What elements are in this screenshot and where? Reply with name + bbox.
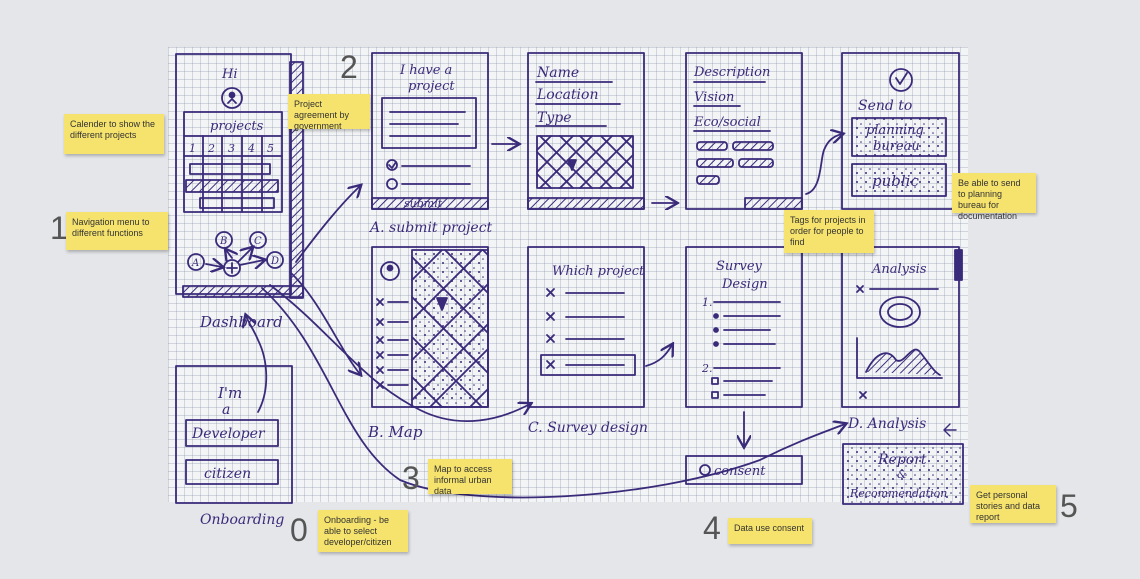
- desc-vision: Vision: [694, 90, 734, 105]
- send-title: Send to: [858, 98, 912, 114]
- dashboard-day-2: 2: [207, 142, 215, 155]
- dashboard-day-1: 1: [189, 142, 196, 155]
- survey-design-screen: [685, 246, 803, 408]
- dashboard-projects-heading: projects: [210, 119, 264, 134]
- survey-q1: 1.: [702, 296, 713, 309]
- note-consent: Data use consent: [728, 518, 812, 544]
- onboarding-im: I'm: [217, 384, 242, 402]
- dashboard-day-3: 3: [228, 142, 235, 155]
- note-calendar: Calender to show the different projects: [64, 114, 164, 154]
- submit-button-label: submit: [404, 197, 443, 210]
- dashboard-screen: [175, 53, 304, 299]
- send-planning-1: planning: [866, 123, 924, 138]
- report-line-2: &: [897, 468, 907, 481]
- which-project-title: Which project: [552, 264, 645, 279]
- onboarding-citizen: citizen: [204, 466, 251, 482]
- submit-project-screen: [371, 52, 489, 210]
- submit-title-2: project: [408, 79, 455, 94]
- onboarding-screen: [175, 365, 293, 504]
- step-number-2: 2: [340, 49, 358, 85]
- which-project-screen: [527, 246, 645, 408]
- analysis-title: Analysis: [871, 262, 927, 277]
- survey-title-1: Survey: [716, 259, 763, 274]
- dashboard-label: Dashboard: [199, 313, 283, 331]
- dashboard-day-5: 5: [267, 142, 274, 155]
- project-details-screen: [527, 52, 645, 210]
- nav-b: B: [219, 236, 227, 247]
- step-number-3: 3: [402, 460, 420, 496]
- dashboard-greeting: Hi: [221, 67, 238, 82]
- survey-label: C. Survey design: [528, 420, 648, 436]
- description-screen: [685, 52, 803, 210]
- send-planning-2: bureau: [873, 139, 920, 154]
- report-line-3: Recommendation: [849, 487, 947, 500]
- report-box: [842, 443, 964, 505]
- desc-eco: Eco/social: [693, 115, 761, 130]
- onboarding-developer: Developer: [191, 426, 266, 442]
- note-report: Get personal stories and data report: [970, 485, 1056, 523]
- note-map: Map to access informal urban data: [428, 459, 512, 496]
- details-location: Location: [536, 87, 598, 103]
- details-type: Type: [537, 110, 572, 126]
- nav-a: A: [191, 258, 199, 269]
- send-to-screen: [841, 52, 960, 210]
- note-tags: Tags for projects in order for people to…: [784, 210, 874, 253]
- note-onboarding: Onboarding - be able to select developer…: [318, 510, 408, 552]
- analysis-label: D. Analysis: [847, 416, 926, 432]
- analysis-screen: [841, 246, 963, 408]
- map-label: B. Map: [367, 423, 423, 441]
- nav-c: C: [254, 236, 262, 247]
- step-number-1: 1: [50, 210, 68, 246]
- desc-description: Description: [693, 65, 770, 80]
- map-screen: [371, 246, 489, 408]
- survey-title-2: Design: [721, 277, 768, 292]
- submit-label: A. submit project: [368, 220, 493, 236]
- send-public: public: [872, 172, 919, 190]
- nav-d: D: [270, 256, 279, 267]
- step-number-4: 4: [703, 510, 721, 546]
- onboarding-a: a: [222, 402, 230, 418]
- step-number-0: 0: [290, 512, 308, 548]
- consent-box: [685, 455, 803, 485]
- step-number-5: 5: [1060, 488, 1078, 524]
- report-line-1: Report: [877, 452, 927, 468]
- note-send: Be able to send to planning bureau for d…: [952, 173, 1036, 221]
- onboarding-label: Onboarding: [200, 512, 284, 528]
- note-agreement: Project agreement by government: [288, 94, 370, 131]
- consent-label: consent: [714, 464, 766, 479]
- details-name: Name: [536, 65, 579, 81]
- submit-title-1: I have a: [399, 63, 452, 78]
- survey-q2: 2.: [701, 362, 713, 375]
- dashboard-day-4: 4: [247, 142, 255, 155]
- note-navigation: Navigation menu to different functions: [66, 212, 168, 250]
